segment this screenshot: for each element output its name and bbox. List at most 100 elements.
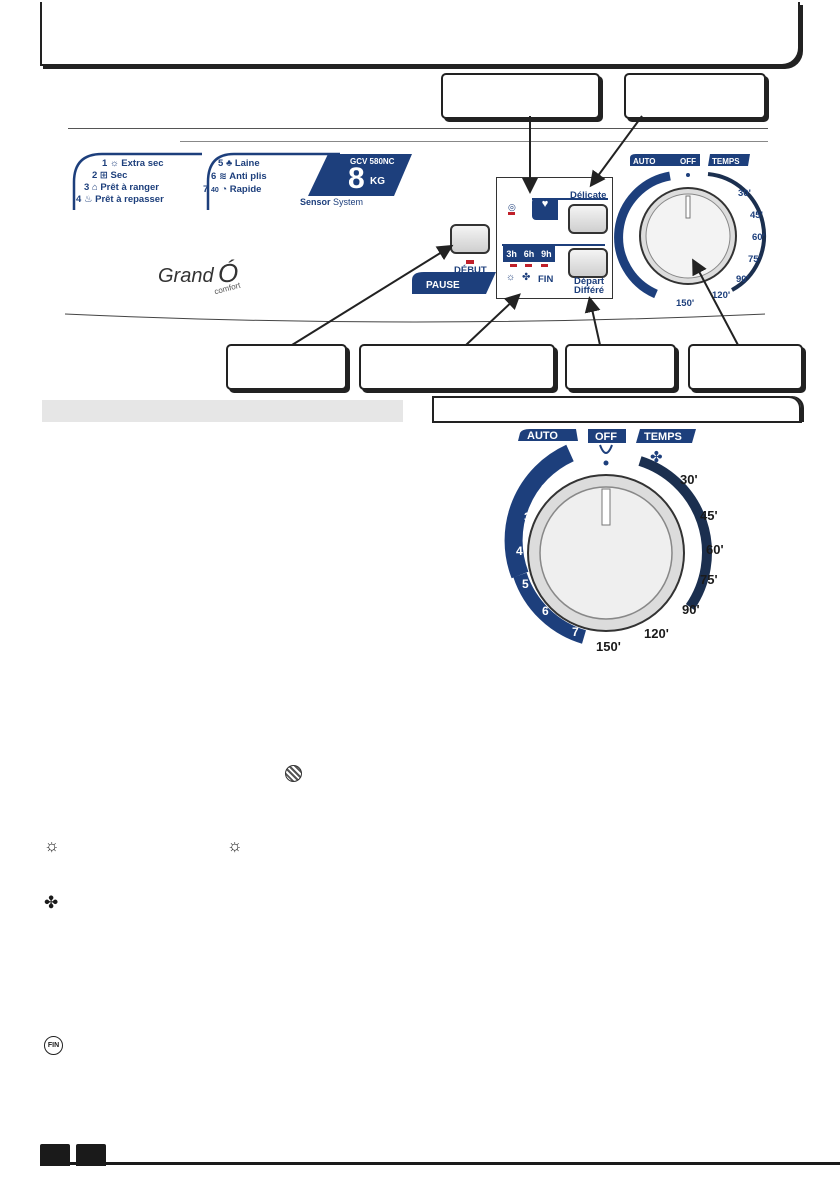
dial-number-4: 4 <box>516 544 523 558</box>
callout-start-button <box>226 344 347 390</box>
fan-icon: ✤ <box>522 272 531 283</box>
wool-icon: ♣ <box>225 158 233 169</box>
dial-number-5: 5 <box>522 577 529 591</box>
dial-number-2: 2 <box>541 482 548 496</box>
section-bar-right-line <box>432 421 802 423</box>
panel-mark-60: 60' <box>752 232 765 243</box>
capacity-unit: KG <box>370 176 385 187</box>
program-5: 5 ♣ Laine <box>218 158 260 169</box>
delay-leds <box>506 264 552 267</box>
program-1: 1 ☼ Extra sec <box>102 158 164 169</box>
svg-text:TEMPS: TEMPS <box>712 157 740 166</box>
title-box <box>40 2 800 66</box>
program-3: 3 ⌂ Prêt à ranger <box>84 182 159 193</box>
dial-mark-120: 120' <box>644 626 669 641</box>
capacity-number: 8 <box>348 162 365 195</box>
option-panel <box>496 177 613 299</box>
callout-delay-button <box>565 344 676 390</box>
callout-delicate-button <box>624 73 766 119</box>
delicate-rule <box>532 198 608 200</box>
delay-3h: 3h <box>506 249 517 259</box>
program-2: 2 ⊞ Sec <box>92 170 128 181</box>
delay-hours: 3h 6h 9h <box>503 246 555 262</box>
dial-number-3: 3 <box>524 510 531 524</box>
panel-mark-45: 45' <box>750 210 763 221</box>
timer-icon: ◔ <box>221 184 228 195</box>
brand-logo: Grand Ó comfort <box>158 258 241 296</box>
sensor-system-label: Sensor System <box>300 197 364 207</box>
start-pause-button[interactable] <box>450 224 490 254</box>
callout-dial <box>688 344 803 390</box>
dial-mark-60: 60' <box>706 542 724 557</box>
dial-off-label: OFF <box>595 431 617 443</box>
pause-tab: PAUSE <box>412 272 496 294</box>
panel-dial: AUTO OFF TEMPS <box>614 154 766 299</box>
program-list-right: 5 ♣ Laine 6 ≋ Anti plis 7 40 ◔ Rapide GC… <box>200 150 415 210</box>
brand-o: Ó <box>218 258 239 288</box>
panel-line-bottom <box>64 313 766 323</box>
sensor-dot-icon: ◎ <box>508 202 516 212</box>
program-4: 4 ♨ Prêt à repasser <box>76 194 164 205</box>
program-6: 6 ≋ Anti plis <box>211 171 267 182</box>
panel-mark-75: 75' <box>748 254 761 265</box>
fan-icon: ✤ <box>44 893 59 912</box>
callout-delicate-led <box>441 73 600 119</box>
section-bar-right <box>432 396 801 422</box>
dial-temps-label: TEMPS <box>644 431 682 443</box>
sun-icon: ☼ <box>109 158 119 169</box>
callout-delay-leds <box>359 344 555 390</box>
delicate-button[interactable] <box>568 204 608 234</box>
delay-rule <box>502 244 605 246</box>
fin-label: FIN <box>538 274 554 285</box>
fin-icon: FIN <box>44 1036 63 1055</box>
debut-led <box>466 260 474 264</box>
dial-number-7: 7 <box>572 625 579 639</box>
panel-mark-120: 120' <box>712 290 731 301</box>
sensor-dot-icon <box>285 765 302 782</box>
delay-button[interactable] <box>568 248 608 278</box>
footer-rule <box>40 1162 840 1165</box>
delay-6h: 6h <box>523 249 535 259</box>
delicate-icon: ♥ <box>532 198 558 220</box>
model-label: GCV 580NC <box>350 157 395 166</box>
panel-line-top <box>68 128 768 129</box>
dial-mark-150: 150' <box>596 639 621 654</box>
delay-led <box>540 264 548 267</box>
sun-icon: ☼ <box>227 836 243 855</box>
program-list-left: 1 ☼ Extra sec 2 ⊞ Sec 3 ⌂ Prêt à ranger … <box>72 150 202 210</box>
svg-text:OFF: OFF <box>680 157 696 166</box>
sun-icon: ☼ <box>44 836 60 855</box>
program-7: 7 40 ◔ Rapide <box>203 184 262 195</box>
panel-mark-150: 150' <box>676 298 695 309</box>
sun-icon: ☼ <box>506 272 516 283</box>
section-bar-left <box>42 400 403 422</box>
fan-icon: ✤ <box>650 449 663 466</box>
anti-crease-icon: ≋ <box>218 171 227 182</box>
panel-mark-30: 30' <box>738 188 751 199</box>
delicate-label: Délicate <box>570 190 607 201</box>
footer-tab <box>76 1144 106 1166</box>
debut-label: DÉBUT <box>454 265 487 276</box>
dial-number-6: 6 <box>542 604 549 618</box>
hanger-icon: ⌂ <box>91 182 98 193</box>
dial-mark-75: 75' <box>700 572 718 587</box>
svg-text:AUTO: AUTO <box>633 157 656 166</box>
brand-main: Grand <box>158 265 214 287</box>
pointer-arrows <box>291 115 739 346</box>
dial-mark-90: 90' <box>682 602 700 617</box>
dial-auto-label: AUTO <box>527 430 558 442</box>
delay-9h: 9h <box>541 249 552 259</box>
rapide-temp: 40 <box>210 187 219 194</box>
program-list-left-frame <box>72 152 202 210</box>
dial-mark-45: 45' <box>700 508 718 523</box>
large-dial: AUTO OFF TEMPS <box>504 429 712 644</box>
delay-led <box>525 264 533 267</box>
wardrobe-icon: ⊞ <box>99 170 108 181</box>
delay-led <box>510 264 518 267</box>
sensor-led <box>508 212 515 215</box>
panel-line-top2 <box>180 141 768 142</box>
footer-tab <box>40 1144 70 1166</box>
panel-mark-90: 90' <box>736 274 749 285</box>
dial-number-1: 1 <box>571 462 578 476</box>
